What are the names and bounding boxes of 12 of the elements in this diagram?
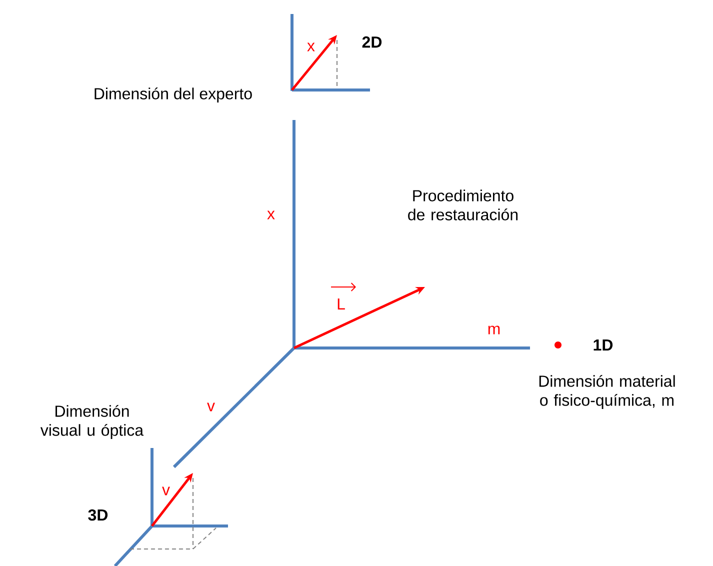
caption-text: Dimensión visual u óptica — [40, 404, 144, 440]
caption-text: Dimensión del experto — [94, 87, 252, 103]
axis-letter: v — [162, 486, 170, 496]
axis-letter: x — [267, 210, 275, 220]
dimension-label: 1D — [594, 340, 613, 350]
caption-text: Procedimiento de restauración — [408, 190, 518, 220]
axis-letter: m — [488, 326, 500, 334]
axis-letter: v — [207, 402, 215, 412]
dimension-label: 3D — [88, 509, 108, 521]
caption-text: Dimensión material o fisico-química, m — [539, 374, 675, 410]
dimension-label: 2D — [362, 36, 382, 48]
axis-letter: x — [307, 42, 315, 52]
